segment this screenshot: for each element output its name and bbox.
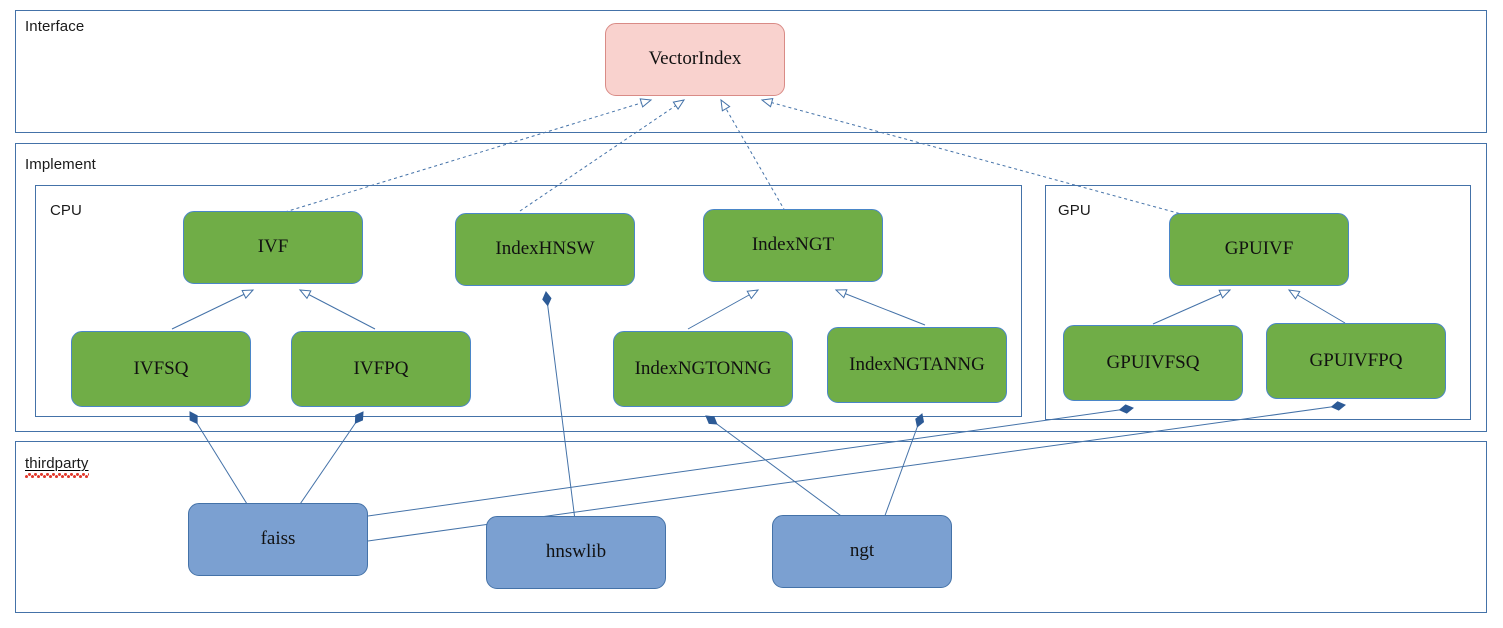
node-indexhnsw[interactable]: IndexHNSW — [455, 213, 635, 286]
group-cpu — [35, 185, 1022, 417]
edge-faiss-to-gpuivfsq — [367, 404, 1134, 517]
node-ngt[interactable]: ngt — [772, 515, 952, 588]
edge-ivfsq-to-ivf — [171, 289, 255, 330]
edge-ivf-to-vectorindex — [284, 98, 653, 213]
edge-indexngtanng-to-indexngt — [834, 289, 926, 326]
node-ivfpq[interactable]: IVFPQ — [291, 331, 471, 407]
node-vectorindex[interactable]: VectorIndex — [605, 23, 785, 96]
node-gpuivf[interactable]: GPUIVF — [1169, 213, 1349, 286]
edge-indexngtonng-to-indexngt — [687, 289, 760, 330]
edge-indexngt-to-vectorindex — [720, 98, 786, 212]
group-label-cpu: CPU — [50, 202, 82, 219]
group-label-gpu: GPU — [1058, 202, 1091, 219]
node-ivfsq[interactable]: IVFSQ — [71, 331, 251, 407]
node-faiss[interactable]: faiss — [188, 503, 368, 576]
edge-realization-group — [284, 97, 1186, 216]
edge-faiss-to-ivfsq — [189, 411, 253, 513]
group-gpu — [1045, 185, 1471, 420]
edge-gpuivf-to-vectorindex — [760, 97, 1186, 216]
edge-ngt-to-indexngtonng — [705, 415, 849, 522]
group-label-implement: Implement — [25, 156, 96, 173]
node-ivf[interactable]: IVF — [183, 211, 363, 284]
group-label-interface: Interface — [25, 18, 85, 35]
edge-ngt-to-indexngtanng — [882, 413, 925, 522]
edge-faiss-to-ivfpq — [295, 411, 364, 511]
edge-ivfpq-to-ivf — [298, 289, 376, 330]
group-label-thirdparty: thirdparty — [25, 455, 89, 478]
node-hnswlib[interactable]: hnswlib — [486, 516, 666, 589]
group-interface — [15, 10, 1487, 133]
edge-hnswlib-to-indexhnsw — [542, 291, 576, 521]
group-label-thirdparty-text: thirdparty — [25, 455, 89, 472]
edge-generalization-group — [171, 289, 1346, 330]
node-indexngtanng[interactable]: IndexNGTANNG — [827, 327, 1007, 403]
node-indexngt[interactable]: IndexNGT — [703, 209, 883, 282]
edge-gpuivfpq-to-gpuivf — [1287, 289, 1346, 324]
edge-indexhnsw-to-vectorindex — [519, 99, 686, 212]
node-gpuivfsq[interactable]: GPUIVFSQ — [1063, 325, 1243, 401]
spellcheck-squiggle-icon — [25, 473, 89, 478]
node-gpuivfpq[interactable]: GPUIVFPQ — [1266, 323, 1446, 399]
group-implement — [15, 143, 1487, 432]
group-thirdparty — [15, 441, 1487, 613]
edge-gpuivfsq-to-gpuivf — [1152, 289, 1232, 325]
node-indexngtonng[interactable]: IndexNGTONNG — [613, 331, 793, 407]
